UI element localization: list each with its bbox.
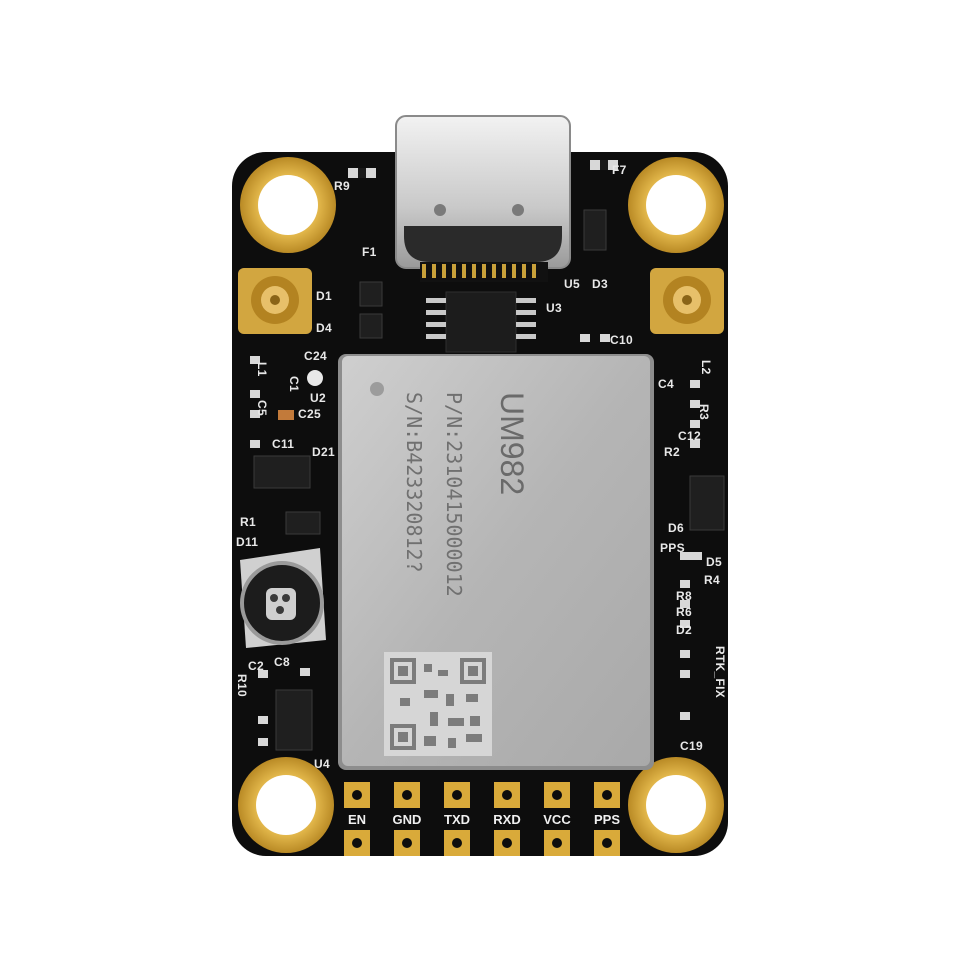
silk-c11: C11 bbox=[272, 437, 295, 451]
silk-c19: C19 bbox=[680, 739, 703, 753]
silk-r10: R10 bbox=[235, 674, 249, 697]
silk-c1: C1 bbox=[287, 376, 301, 392]
silk-d2: D2 bbox=[676, 623, 692, 637]
module-title: UM982 bbox=[494, 392, 530, 496]
silk-u3: U3 bbox=[546, 301, 562, 315]
silk-c25: C25 bbox=[298, 407, 321, 421]
passive-components bbox=[250, 160, 702, 746]
silk-r6: R6 bbox=[676, 605, 692, 619]
silk-c8: C8 bbox=[274, 655, 290, 669]
silk-d6: D6 bbox=[668, 521, 684, 535]
pin-label-vcc: VCC bbox=[543, 812, 571, 827]
module-part-number: P/N:2310415000012 bbox=[442, 392, 466, 597]
silk-l2: L2 bbox=[699, 360, 713, 375]
silk-d4: D4 bbox=[316, 321, 332, 335]
ufl-connector-left bbox=[238, 268, 312, 334]
mounting-hole-top-right bbox=[628, 157, 724, 253]
ufl-connector-right bbox=[650, 268, 724, 334]
silk-d11: D11 bbox=[236, 535, 259, 549]
pin-label-pps: PPS bbox=[593, 812, 620, 827]
u3-chip bbox=[426, 291, 536, 353]
silk-c4: C4 bbox=[658, 377, 674, 391]
silk-u4: U4 bbox=[314, 757, 330, 771]
smd-parts bbox=[253, 209, 725, 751]
silk-d3: D3 bbox=[592, 277, 608, 291]
usb-pins bbox=[422, 264, 536, 278]
silk-c12: C12 bbox=[678, 429, 701, 443]
silk-r9: R9 bbox=[334, 179, 350, 193]
silk-u2: U2 bbox=[310, 391, 326, 405]
silk-r4: R4 bbox=[704, 573, 720, 587]
silk-d5: D5 bbox=[706, 555, 722, 569]
silk-f1: F1 bbox=[362, 245, 377, 259]
silk-l1: L1 bbox=[255, 362, 269, 377]
header-pads bbox=[344, 782, 620, 856]
silk-f7: F7 bbox=[612, 163, 627, 177]
mounting-hole-bottom-left bbox=[238, 757, 334, 853]
silk-c10: C10 bbox=[610, 333, 633, 347]
buzzer-component bbox=[240, 548, 326, 648]
silk-rtk-fix: RTK_FIX bbox=[713, 646, 727, 699]
silk-u5: U5 bbox=[564, 277, 580, 291]
silk-r3: R3 bbox=[697, 404, 711, 420]
silk-c5: C5 bbox=[255, 400, 269, 416]
silk-pps-led: PPS bbox=[660, 541, 685, 555]
silk-c24: C24 bbox=[304, 349, 327, 363]
mounting-hole-bottom-right bbox=[628, 757, 724, 853]
silk-d1: D1 bbox=[316, 289, 332, 303]
pin-label-txd: TXD bbox=[444, 812, 470, 827]
mounting-hole-top-left bbox=[240, 157, 336, 253]
usb-c-connector bbox=[395, 115, 571, 282]
silk-d21: D21 bbox=[312, 445, 335, 459]
silk-c2: C2 bbox=[248, 659, 264, 673]
silk-r1: R1 bbox=[240, 515, 256, 529]
pin-label-gnd: GND bbox=[392, 812, 422, 827]
pin-label-rxd: RXD bbox=[493, 812, 521, 827]
silk-r2: R2 bbox=[664, 445, 680, 459]
pin-label-en: EN bbox=[347, 812, 367, 827]
silk-r8: R8 bbox=[676, 589, 692, 603]
module-qr-code bbox=[384, 652, 492, 756]
header-pad-holes bbox=[352, 790, 612, 848]
module-serial-number: S/N:B423320812? bbox=[402, 392, 426, 573]
